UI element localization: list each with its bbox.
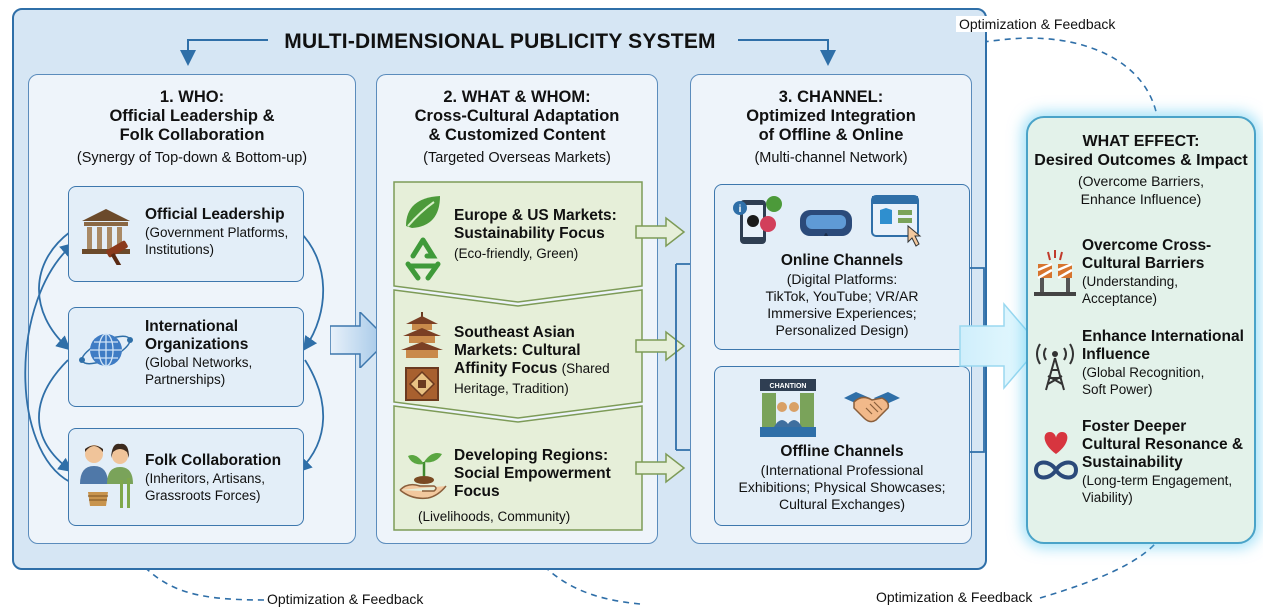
exhibition-booth-icon: CHANTION: [760, 379, 816, 437]
international-organizations-text: International Organizations (Global Netw…: [145, 318, 253, 387]
official-leadership-text: Official Leadership (Government Platform…: [145, 206, 289, 257]
phone-social-icon: i: [733, 196, 782, 244]
effect-heading: WHAT EFFECT:Desired Outcomes & Impact: [1034, 133, 1248, 169]
exhibition-sign-text: CHANTION: [770, 383, 807, 390]
folk-collaboration-text: Folk Collaboration (Inheritors, Artisans…: [145, 452, 282, 503]
courthouse-gavel-icon: [82, 209, 130, 265]
offline-channels-title: Offline Channels: [780, 443, 904, 460]
effect-item-influence: Enhance International Influence (Global …: [1082, 328, 1244, 397]
feedback-label-bottom-right: Optimization & Feedback: [873, 589, 1036, 605]
hand-sprout-icon: [399, 453, 447, 500]
online-channels-text: (Digital Platforms:TikTok, YouTube; VR/A…: [765, 271, 919, 338]
pagoda-icon: [401, 312, 443, 401]
market-southeast-asia-detail: Heritage, Tradition): [454, 381, 569, 396]
effect-item-barriers: Overcome Cross- Cultural Barriers (Under…: [1082, 237, 1212, 306]
folk-collaboration-card: [68, 428, 304, 526]
vr-headset-icon: [800, 210, 852, 236]
feedback-label-bottom-left: Optimization & Feedback: [264, 591, 427, 607]
effect-subtitle: (Overcome Barriers,Enhance Influence): [1077, 173, 1205, 207]
online-channels-title: Online Channels: [780, 252, 904, 269]
barrier-icon: [1034, 250, 1076, 296]
effect-item-resonance: Foster Deeper Cultural Resonance & Susta…: [1082, 418, 1244, 505]
market-panels: [393, 181, 643, 531]
svg-text:i: i: [739, 204, 742, 215]
channel-subtitle: (Multi-channel Network): [754, 150, 908, 166]
what-subtitle: (Targeted Overseas Markets): [423, 150, 611, 166]
leaf-recycle-icon: [405, 196, 441, 281]
broadcast-tower-icon: [1036, 343, 1074, 391]
effect-panel: [1026, 116, 1256, 544]
who-heading: 1. WHO:Official Leadership &Folk Collabo…: [109, 88, 275, 144]
market-developing-detail: (Livelihoods, Community): [418, 509, 571, 524]
online-store-icon: [871, 195, 922, 247]
market-europe-detail: (Eco-friendly, Green): [454, 246, 579, 261]
heart-infinity-icon: [1033, 432, 1079, 480]
market-europe-title: Europe & US Markets:Sustainability Focus: [454, 207, 617, 242]
who-to-what-arrow: [330, 312, 390, 368]
handshake-icon: [844, 392, 900, 423]
who-subtitle: (Synergy of Top-down & Bottom-up): [76, 150, 308, 166]
what-heading: 2. WHAT & WHOM:Cross-Cultural Adaptation…: [414, 88, 620, 144]
system-title: MULTI-DIMENSIONAL PUBLICITY SYSTEM: [270, 30, 730, 54]
offline-channels-card: [714, 366, 970, 526]
artisans-icon: [80, 443, 133, 508]
feedback-label-top: Optimization & Feedback: [956, 16, 1119, 32]
globe-network-icon: [79, 333, 133, 367]
international-organizations-card: [68, 307, 304, 407]
